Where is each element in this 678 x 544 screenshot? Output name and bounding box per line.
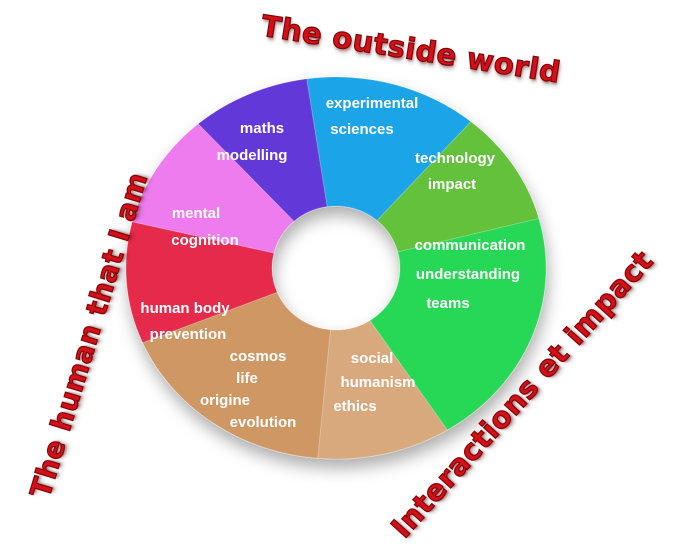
segment-label-mental-cognition-line2: cognition <box>171 232 239 249</box>
segment-cosmos-life-origine-evolution <box>142 291 331 459</box>
segment-label-cosmos-life-origine-evolution-line4: evolution <box>230 414 297 431</box>
segment-label-experimental-sciences-line1: experimental <box>326 95 419 112</box>
segment-label-mental-cognition-line1: mental <box>172 205 220 222</box>
segment-maths-modelling <box>197 78 328 222</box>
wheel-labels-group: experimental sciences technology impact comm… <box>140 95 525 431</box>
segment-label-technology-impact-line2: impact <box>428 176 476 193</box>
segment-label-communication-understanding-teams-line3: teams <box>426 295 469 312</box>
segment-label-experimental-sciences-line2: sciences <box>330 121 393 138</box>
segment-mental-cognition <box>131 123 295 254</box>
segment-experimental-sciences <box>306 76 472 222</box>
segment-label-communication-understanding-teams-line2: understanding <box>416 266 520 283</box>
concept-wheel-diagram: experimental sciences technology impact comm… <box>23 8 660 544</box>
segment-label-communication-understanding-teams-line1: communication <box>415 237 526 254</box>
segment-label-social-humanism-ethics-line2: humanism <box>340 374 415 391</box>
segment-label-maths-modelling-line2: modelling <box>217 147 288 164</box>
segment-label-cosmos-life-origine-evolution-line3: origine <box>200 392 250 409</box>
segment-label-social-humanism-ethics-line1: social <box>351 350 394 367</box>
segment-label-cosmos-life-origine-evolution-line1: cosmos <box>230 348 287 365</box>
segment-label-human-body-prevention-line1: human body <box>140 300 230 317</box>
segment-label-cosmos-life-origine-evolution-line2: life <box>236 370 258 387</box>
segment-human-body-prevention <box>125 221 278 344</box>
segment-technology-impact <box>376 121 540 253</box>
segment-label-human-body-prevention-line2: prevention <box>150 326 227 343</box>
segment-label-technology-impact-line1: technology <box>415 150 496 167</box>
wheel-chart: experimental sciences technology impact comm… <box>125 76 547 460</box>
segment-label-social-humanism-ethics-line3: ethics <box>333 398 376 415</box>
segment-label-maths-modelling-line1: maths <box>240 120 284 137</box>
segment-communication-understanding-teams <box>369 217 547 431</box>
wheel-segments-group <box>125 76 547 460</box>
segment-social-humanism-ethics <box>317 319 449 460</box>
